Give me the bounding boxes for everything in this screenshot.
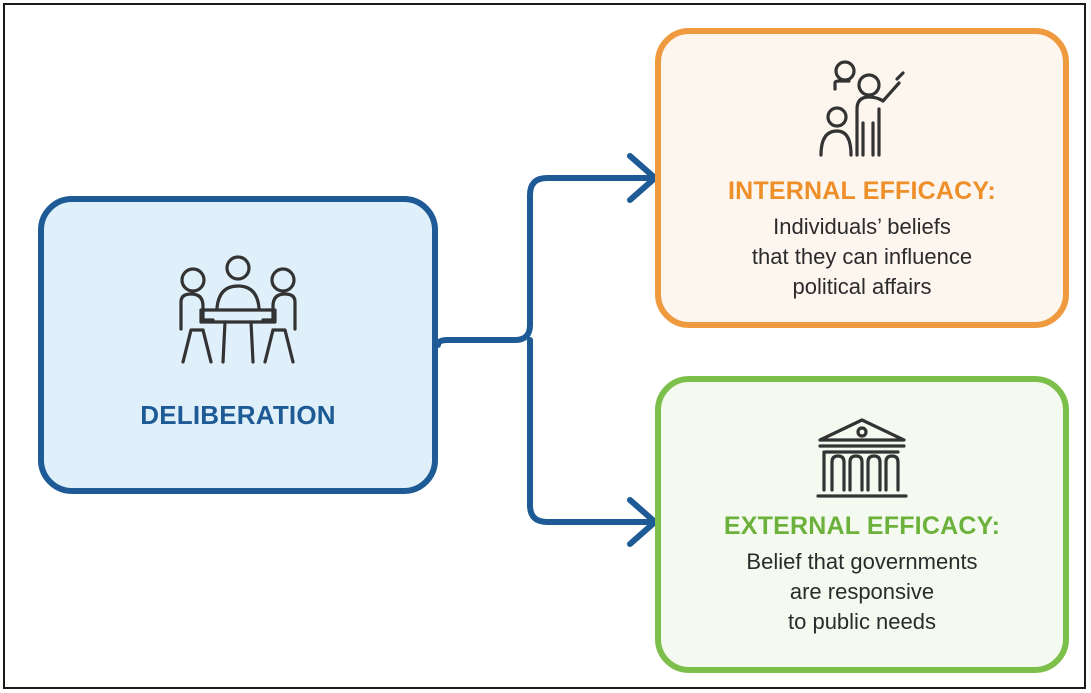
external-efficacy-description: Belief that governments are responsive t… [746,549,978,634]
internal-efficacy-box: INTERNAL EFFICACY: Individuals’ beliefs … [655,28,1069,328]
internal-efficacy-description: Individuals’ beliefs that they can influ… [751,214,973,299]
deliberation-title: DELIBERATION [140,400,336,430]
external-efficacy-box: EXTERNAL EFFICACY: Belief that governmen… [655,376,1069,673]
person-speaking-to-audience-icon [819,60,905,157]
government-building-icon [816,418,908,498]
people-around-table-icon [179,255,297,364]
external-efficacy-title: EXTERNAL EFFICACY: [723,512,1001,540]
internal-efficacy-title: INTERNAL EFFICACY: [728,177,996,205]
deliberation-box: DELIBERATION [38,196,438,494]
